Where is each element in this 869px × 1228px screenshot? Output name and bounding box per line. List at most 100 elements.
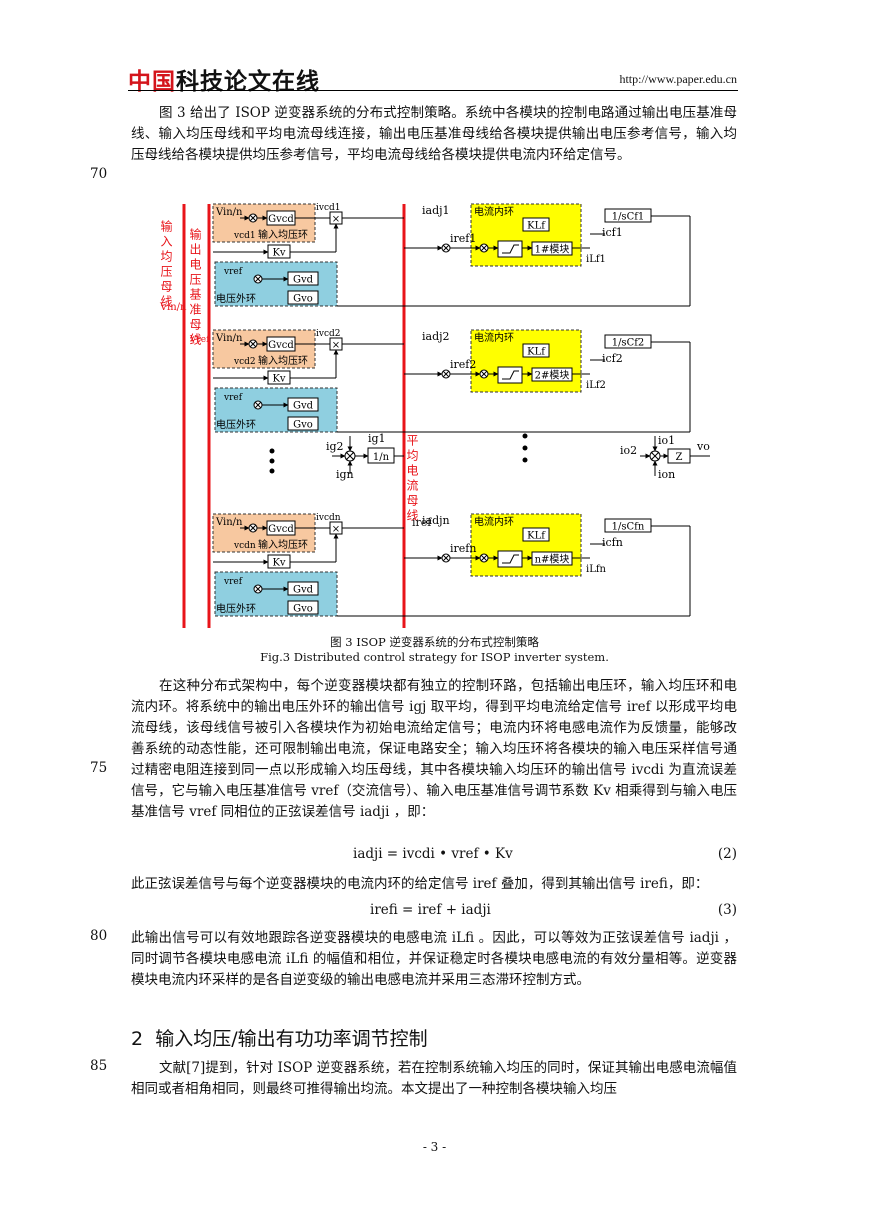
bus-out-sub: Vref [189, 335, 210, 345]
bus-avg-label: 平均电流母线 [405, 434, 419, 524]
line-number-70: 70 [90, 166, 108, 182]
vin-n-label: Vin/n [215, 207, 243, 218]
paragraph-3: 此正弦误差信号与每个逆变器模块的电流内环的给定信号 iref 叠加，得到其输出信… [131, 876, 709, 892]
sum-cross [254, 275, 262, 283]
paragraph-4: 此输出信号可以有效地跟踪各逆变器模块的电感电流 iLfi 。因此，可以等效为正弦… [131, 930, 737, 988]
hysteresis-block [497, 366, 523, 384]
gvo-block-label: Gvo [293, 294, 313, 305]
ig1-label: ig1 [368, 432, 386, 445]
vcd-input-label: vcd2 [233, 357, 256, 367]
line-number-85: 85 [90, 1058, 108, 1074]
icf-label: icf2 [602, 352, 623, 365]
icf-label: icf1 [602, 226, 623, 239]
iref-label: iref1 [450, 232, 476, 245]
ivcd-label: ivcd1 [316, 203, 341, 213]
gvo-block [287, 290, 319, 305]
multiplier-sign: × [332, 214, 340, 225]
input-loop-box [212, 329, 316, 369]
hysteresis-curve [502, 244, 519, 254]
impedance-block: Z [676, 452, 683, 463]
input-loop-label: 输入均压环 [258, 228, 308, 241]
line-number-80: 80 [90, 928, 108, 944]
icf-label: icfn [602, 536, 623, 549]
gvcd-block-label: Gvcd [268, 214, 294, 225]
sum-cross [442, 370, 450, 378]
hysteresis-curve [502, 554, 519, 564]
section-number: 2 [131, 1028, 144, 1050]
bus-out-label: 输出电压基准母线 [188, 227, 202, 348]
kv-block-label: Kv [272, 374, 285, 385]
capacitor-block-label: 1/sCf2 [612, 338, 645, 349]
vcd-input-label: vcd1 [233, 231, 256, 241]
ilf-label: iLf2 [586, 380, 606, 391]
avg-divider-block: 1/n [373, 452, 390, 463]
figure-caption-cn: 图 3 ISOP 逆变器系统的分布式控制策略 [330, 635, 539, 649]
paragraph-1: 图 3 给出了 ISOP 逆变器系统的分布式控制策略。系统中各模块的控制电路通过… [131, 105, 737, 163]
gvd-block-label: Gvd [293, 275, 314, 286]
kv-block-label: Kv [272, 558, 285, 569]
gvo-block [287, 600, 319, 615]
equation-2-number: (2) [717, 846, 737, 862]
header-rule [128, 90, 738, 91]
gvo-block-label: Gvo [293, 604, 313, 615]
section-heading: 2 输入均压/输出有功功率调节控制 [131, 1024, 428, 1051]
hysteresis-block [497, 240, 523, 258]
sum-cross [249, 524, 257, 532]
gvcd-block-label: Gvcd [268, 340, 294, 351]
klf-block-label: KLf [527, 531, 546, 542]
iadj-label: iadjn [422, 514, 450, 527]
vin-n-label: Vin/n [215, 517, 243, 528]
equation-3-number: (3) [717, 902, 737, 918]
voltage-loop-label: 电压外环 [216, 602, 256, 615]
voltage-loop-label: 电压外环 [216, 418, 256, 431]
gvo-block-label: Gvo [293, 420, 313, 431]
io1-label: io1 [658, 434, 675, 447]
equation-2: iadji = ivcdi • vref • Kv [353, 846, 513, 862]
sum-cross [480, 244, 488, 252]
vo-label: vo [696, 440, 710, 453]
ion-label: ion [658, 468, 675, 481]
sum-cross [249, 340, 257, 348]
gvd-block-label: Gvd [293, 401, 314, 412]
capacitor-block-label: 1/sCf1 [612, 212, 645, 223]
iadj-label: iadj2 [422, 330, 450, 343]
klf-block-label: KLf [527, 221, 546, 232]
hysteresis-curve [502, 370, 519, 380]
vref-label: vref [223, 577, 243, 587]
bus-avg-sub: iref [412, 516, 432, 529]
bus-in-sub: Vin/n [159, 302, 187, 313]
vref-label: vref [223, 393, 243, 403]
ig2-label: ig2 [326, 440, 344, 453]
iadj-label: iadj1 [422, 204, 450, 217]
input-loop-label: 输入均压环 [258, 538, 308, 551]
ign-label: ign [336, 468, 354, 481]
klf-block-label: KLf [527, 347, 546, 358]
equation-3: irefi = iref + iadji [370, 902, 491, 918]
control-strategy-diagram: 输入均压母线 输出电压基准母线 平均电流母线 Vin/n Vref iref V… [159, 203, 710, 628]
line-number-75: 75 [90, 760, 108, 776]
sum-cross [254, 585, 262, 593]
io2-label: io2 [620, 444, 637, 457]
ilf-label: iLf1 [586, 254, 606, 265]
page-number: - 3 - [422, 1140, 447, 1154]
kv-block-label: Kv [272, 248, 285, 259]
multiplier-sign: × [332, 340, 340, 351]
sum-cross [442, 244, 450, 252]
ivcd-label: ivcdn [316, 513, 341, 523]
bus-in-label: 输入均压母线 [159, 219, 173, 310]
vcd-input-label: vcdn [233, 541, 256, 551]
section-title: 输入均压/输出有功功率调节控制 [155, 1028, 428, 1050]
paragraph-2: 在这种分布式架构中，每个逆变器模块都有独立的控制环路，包括输出电压环，输入均压环… [131, 678, 737, 820]
module-block-label: 1#模块 [535, 244, 570, 256]
header-url[interactable]: http://www.paper.edu.cn [619, 72, 737, 86]
paragraph-5: 文献[7]提到，针对 ISOP 逆变器系统，若在控制系统输入均压的同时，保证其输… [131, 1060, 737, 1097]
sum-cross [480, 554, 488, 562]
iref-label: irefn [450, 542, 476, 555]
capacitor-block-label: 1/sCfn [612, 522, 645, 533]
gvcd-block-label: Gvcd [268, 524, 294, 535]
sum-cross [254, 401, 262, 409]
sum-cross [480, 370, 488, 378]
current-loop-box [470, 203, 582, 267]
ellipsis-dots [269, 433, 528, 474]
current-loop-label: 电流内环 [474, 331, 514, 344]
